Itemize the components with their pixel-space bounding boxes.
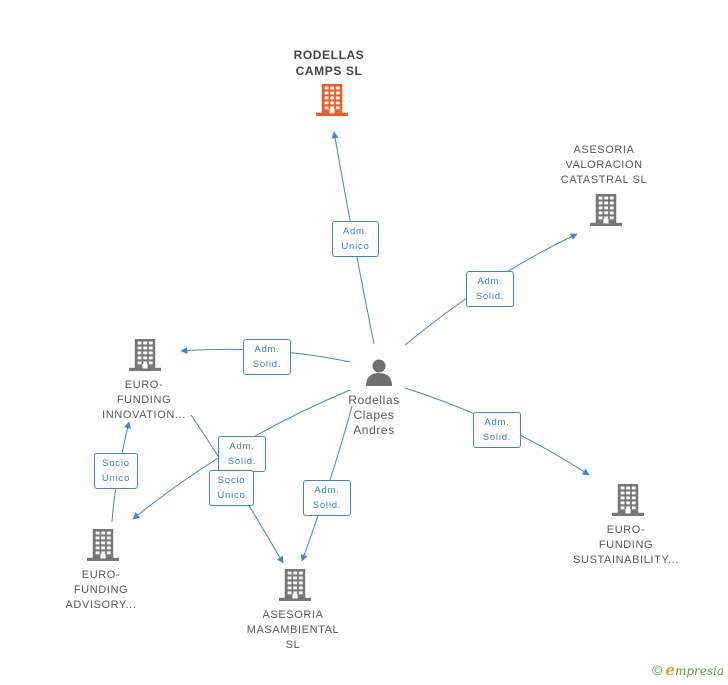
edge-label-e8[interactable]: Socio Único	[209, 470, 254, 506]
building-icon-asesoria-valoracion[interactable]	[590, 194, 622, 226]
building-icon-asesoria-masambiental[interactable]	[279, 569, 311, 601]
node-label-euro-funding-innovation[interactable]: EURO- FUNDING INNOVATION...	[102, 379, 186, 421]
edge-label-e3[interactable]: Adm. Solid.	[243, 339, 291, 375]
edge-label-e6[interactable]: Adm. Solid.	[303, 480, 351, 516]
building-icon-euro-funding-sustainability[interactable]	[612, 484, 644, 516]
brand-initial: e	[665, 661, 675, 679]
person-icon-rodellas-clapes[interactable]	[366, 359, 392, 387]
building-icon-euro-funding-advisory[interactable]	[87, 529, 119, 561]
edge-label-e4[interactable]: Adm. Solid.	[473, 412, 521, 448]
node-label-euro-funding-sustainability[interactable]: EURO- FUNDING SUSTAINABILITY...	[573, 524, 679, 566]
node-label-euro-funding-advisory[interactable]: EURO- FUNDING ADVISORY...	[65, 569, 137, 611]
node-label-asesoria-masambiental[interactable]: ASESORIA MASAMBIENTAL SL	[246, 609, 340, 651]
brand-name: mpresia	[674, 664, 724, 678]
edge-label-e1[interactable]: Adm. Unico	[332, 221, 379, 257]
node-label-rodellas-clapes[interactable]: Rodellas Clapes Andres	[348, 393, 400, 437]
node-layer	[87, 84, 644, 601]
building-icon-euro-funding-innovation[interactable]	[129, 339, 161, 371]
copyright-symbol: ©	[652, 662, 663, 678]
edge-rodellas-clapes-to-asesoria-masambiental	[300, 405, 353, 562]
node-label-rodellas-camps[interactable]: RODELLAS CAMPS SL	[293, 48, 365, 78]
node-label-asesoria-valoracion[interactable]: ASESORIA VALORACION CATASTRAL SL	[560, 144, 648, 186]
edge-label-e7[interactable]: Socio Único	[94, 453, 138, 489]
edge-label-e5[interactable]: Adm. Solid.	[218, 436, 266, 472]
brand-logo: empresia	[665, 661, 724, 679]
edge-label-e2[interactable]: Adm. Solid.	[466, 271, 514, 307]
footer-brand: © empresia	[652, 661, 724, 679]
building-icon-rodellas-camps[interactable]	[316, 84, 348, 116]
